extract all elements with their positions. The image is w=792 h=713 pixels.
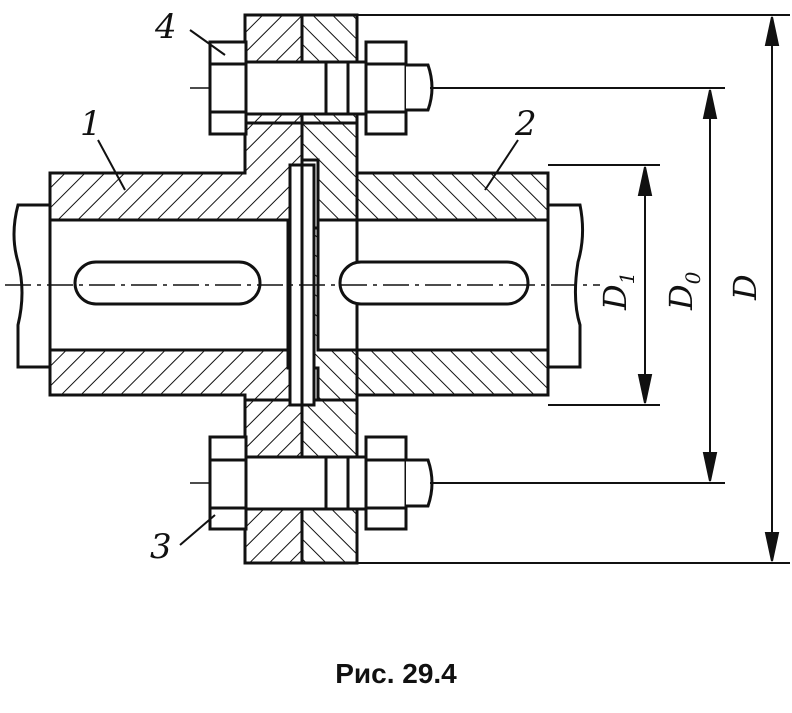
bolt-bottom: [208, 435, 434, 531]
bore: [50, 218, 548, 352]
label-part-2: 2: [514, 104, 537, 144]
right-shaft: [548, 203, 585, 369]
extension-lines: [357, 14, 790, 564]
keyways: [73, 260, 530, 306]
dimension-lines: [637, 16, 780, 562]
label-part-4: 4: [154, 7, 177, 47]
label-part-1: 1: [80, 104, 102, 144]
dimension-label-d1: D1: [596, 272, 639, 311]
leader-lines: [97, 29, 519, 546]
left-shaft: [12, 203, 50, 369]
dimension-label-d0: D0: [662, 271, 705, 311]
coupling-drawing: 4 1 2 3 D1 D0 D: [5, 7, 790, 567]
figure-caption: Рис. 29.4: [335, 658, 457, 689]
bolt-top: [208, 40, 434, 136]
label-part-3: 3: [150, 527, 172, 567]
dimension-label-d: D: [726, 274, 764, 301]
